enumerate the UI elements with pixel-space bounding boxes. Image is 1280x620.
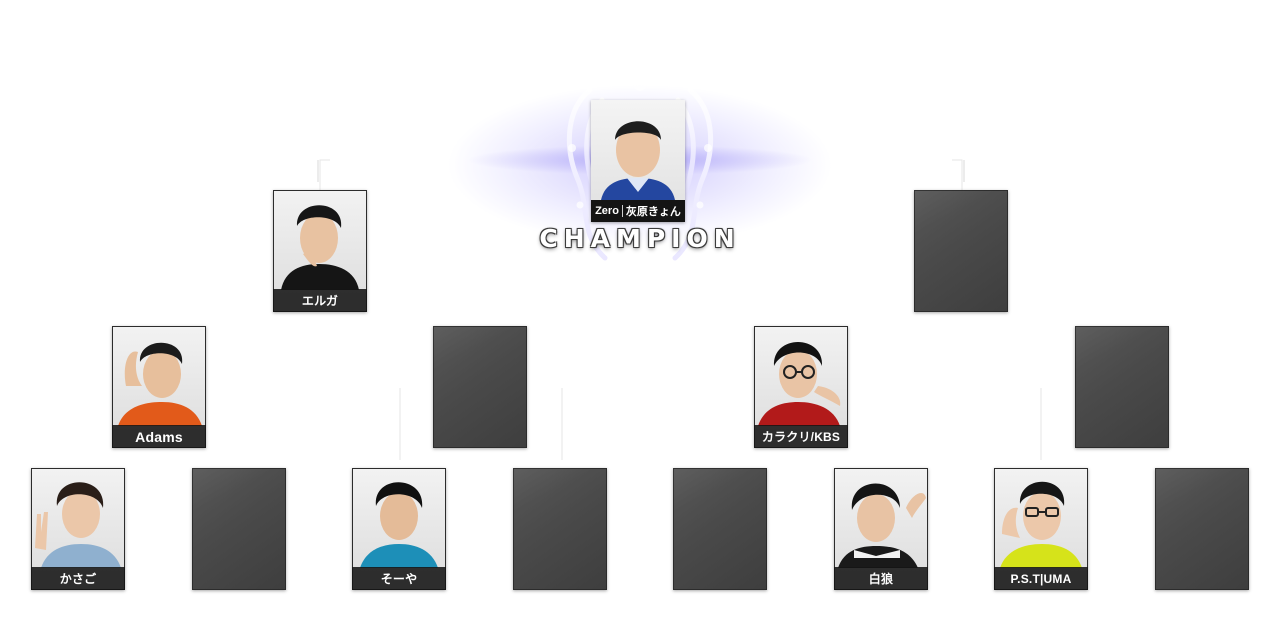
quarterfinal-slot-1[interactable]: Adams — [112, 326, 206, 448]
player-photo-hakurou — [838, 483, 926, 568]
champion-portrait[interactable]: Zero 灰原きょん — [591, 100, 685, 222]
player-name-elga: エルガ — [273, 289, 367, 312]
player-photo-adams — [118, 342, 202, 426]
player-name-hakurou: 白狼 — [834, 567, 928, 590]
quarterfinal-slot-3[interactable]: カラクリ/KBS — [754, 326, 848, 448]
quarterfinal-slot-4-empty[interactable] — [1075, 326, 1169, 448]
champion-team: Zero — [595, 205, 619, 217]
champion-player-photo — [601, 121, 675, 200]
round16-slot-7[interactable]: P.S.T|UMA — [994, 468, 1088, 590]
semifinal-left-slot[interactable]: エルガ — [273, 190, 367, 312]
quarterfinal-slot-2-empty[interactable] — [433, 326, 527, 448]
player-photo-elga — [281, 205, 359, 290]
player-photo-kasago — [35, 482, 121, 568]
round16-slot-4-empty[interactable] — [513, 468, 607, 590]
round16-slot-3[interactable]: そーや — [352, 468, 446, 590]
player-photo-pst-uma — [1000, 481, 1082, 568]
player-name-karakuri: カラクリ/KBS — [754, 425, 848, 448]
round16-slot-1[interactable]: かさご — [31, 468, 125, 590]
player-photo-soya — [360, 482, 438, 568]
champion-crest-emblem — [566, 40, 714, 286]
player-name-pst-uma: P.S.T|UMA — [994, 567, 1088, 590]
round16-slot-5-empty[interactable] — [673, 468, 767, 590]
champion-title: CHAMPION — [539, 224, 741, 253]
round16-slot-6[interactable]: 白狼 — [834, 468, 928, 590]
round16-slot-2-empty[interactable] — [192, 468, 286, 590]
champion-name: 灰原きょん — [625, 206, 681, 218]
semifinal-right-slot-empty[interactable] — [914, 190, 1008, 312]
player-name-soya: そーや — [352, 567, 446, 590]
player-photo-karakuri — [758, 342, 841, 426]
round16-slot-8-empty[interactable] — [1155, 468, 1249, 590]
champion-nameplate: Zero 灰原きょん — [591, 200, 685, 222]
player-name-adams: Adams — [112, 425, 206, 448]
champion-separator — [621, 205, 623, 217]
player-name-kasago: かさご — [31, 567, 125, 590]
